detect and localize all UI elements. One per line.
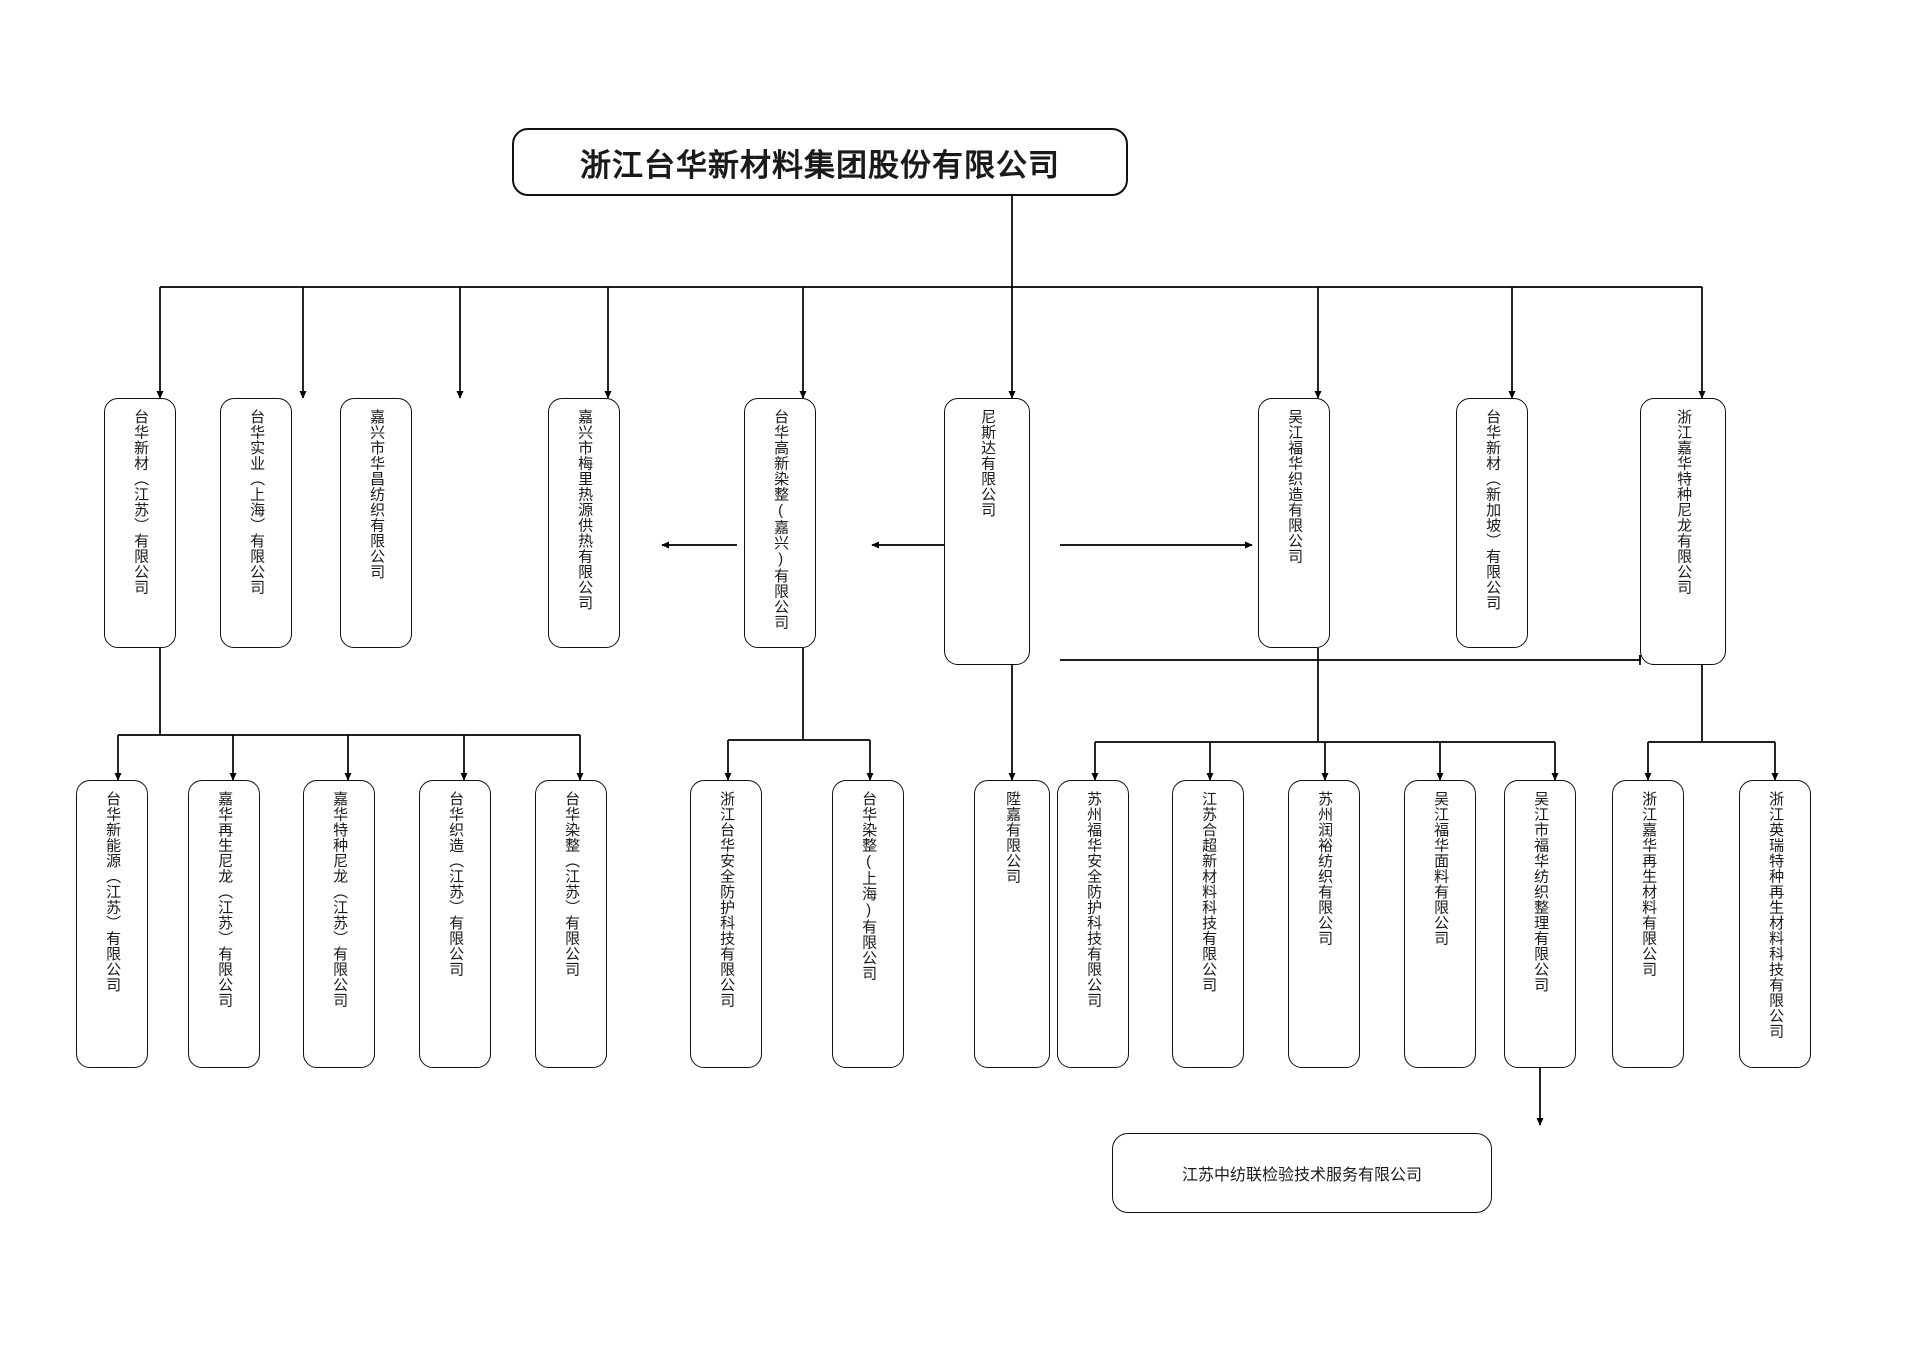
subsidiary-box-jiahua-tezhong-nylon[interactable]: 嘉华特种尼龙（江苏）有限公司 <box>303 780 375 1068</box>
subsidiary-label: 台华染整（江苏）有限公司 <box>563 791 581 977</box>
subsidiary-label: 台华新材（新加坡）有限公司 <box>1484 409 1502 611</box>
subsidiary-box-zhejiang-jiahua-zaisheng[interactable]: 浙江嘉华再生材料有限公司 <box>1612 780 1684 1068</box>
subsidiary-label: 吴江市福华纺织整理有限公司 <box>1532 791 1550 993</box>
subsidiary-label: 吴江福华织造有限公司 <box>1286 409 1304 564</box>
subsidiary-label: 嘉华再生尼龙（江苏）有限公司 <box>216 791 234 1008</box>
subsidiary-box-shengjia[interactable]: 陞嘉有限公司 <box>974 780 1050 1068</box>
subsidiary-label: 台华新材（江苏）有限公司 <box>132 409 150 595</box>
subsidiary-label: 嘉兴市华昌纺织有限公司 <box>368 409 386 580</box>
subsidiary-box-suzhou-runyu[interactable]: 苏州润裕纺织有限公司 <box>1288 780 1360 1068</box>
subsidiary-label: 浙江台华安全防护科技有限公司 <box>718 791 736 1008</box>
subsidiary-label: 江苏合超新材料科技有限公司 <box>1200 791 1218 993</box>
subsidiary-box-jiahua-zaisheng-nylon[interactable]: 嘉华再生尼龙（江苏）有限公司 <box>188 780 260 1068</box>
subsidiary-label: 浙江英瑞特种再生材料科技有限公司 <box>1767 791 1785 1039</box>
subsidiary-box-jiaxing-meili[interactable]: 嘉兴市梅里热源供热有限公司 <box>548 398 620 648</box>
subsidiary-box-nisida[interactable]: 尼斯达有限公司 <box>944 398 1030 665</box>
subsidiary-label: 苏州福华安全防护科技有限公司 <box>1085 791 1103 1008</box>
root-company-box[interactable]: 浙江台华新材料集团股份有限公司 <box>512 128 1128 196</box>
subsidiary-label: 苏州润裕纺织有限公司 <box>1316 791 1334 946</box>
subsidiary-box-taihua-xinnengyuan[interactable]: 台华新能源（江苏）有限公司 <box>76 780 148 1068</box>
subsidiary-label: 台华织造（江苏）有限公司 <box>447 791 465 977</box>
subsidiary-box-taihua-ranzheng-jiangsu[interactable]: 台华染整（江苏）有限公司 <box>535 780 607 1068</box>
subsidiary-box-zhejiang-yingrui[interactable]: 浙江英瑞特种再生材料科技有限公司 <box>1739 780 1811 1068</box>
subsidiary-box-taihua-gaoxin-ranzheng[interactable]: 台华高新染整(嘉兴)有限公司 <box>744 398 816 648</box>
subsidiary-label: 台华高新染整(嘉兴)有限公司 <box>772 409 790 630</box>
subsidiary-box-taihua-ranzheng-shanghai[interactable]: 台华染整(上海)有限公司 <box>832 780 904 1068</box>
subsidiary-label: 台华染整(上海)有限公司 <box>860 791 878 981</box>
subsidiary-box-zhejiang-jiahua-nylon[interactable]: 浙江嘉华特种尼龙有限公司 <box>1640 398 1726 665</box>
subsidiary-label: 浙江嘉华特种尼龙有限公司 <box>1675 409 1693 595</box>
subsidiary-box-jiangsu-hechao[interactable]: 江苏合超新材料科技有限公司 <box>1172 780 1244 1068</box>
subsidiary-label: 陞嘉有限公司 <box>1004 791 1022 884</box>
subsidiary-box-wujiang-fuhua-mianliao[interactable]: 吴江福华面料有限公司 <box>1404 780 1476 1068</box>
subsidiary-box-taihua-xincai-singapore[interactable]: 台华新材（新加坡）有限公司 <box>1456 398 1528 648</box>
subsidiary-label: 嘉兴市梅里热源供热有限公司 <box>576 409 594 611</box>
subsidiary-label: 浙江嘉华再生材料有限公司 <box>1640 791 1658 977</box>
subsidiary-label: 台华实业（上海）有限公司 <box>248 409 266 595</box>
root-company-label: 浙江台华新材料集团股份有限公司 <box>580 147 1060 183</box>
subsidiary-box-wujiang-fuhua-zhengli[interactable]: 吴江市福华纺织整理有限公司 <box>1504 780 1576 1068</box>
subsidiary-label: 台华新能源（江苏）有限公司 <box>104 791 122 993</box>
subsidiary-box-taihua-xincai-jiangsu[interactable]: 台华新材（江苏）有限公司 <box>104 398 176 648</box>
subsidiary-box-suzhou-fuhua-anquan[interactable]: 苏州福华安全防护科技有限公司 <box>1057 780 1129 1068</box>
subsidiary-label: 吴江福华面料有限公司 <box>1432 791 1450 946</box>
subsidiary-box-zhejiang-taihua-anquan[interactable]: 浙江台华安全防护科技有限公司 <box>690 780 762 1068</box>
subsidiary-box-jiaxing-huachang[interactable]: 嘉兴市华昌纺织有限公司 <box>340 398 412 648</box>
subsidiary-box-taihua-zhizao-jiangsu[interactable]: 台华织造（江苏）有限公司 <box>419 780 491 1068</box>
subsidiary-label: 江苏中纺联检验技术服务有限公司 <box>1181 1167 1422 1184</box>
subsidiary-label: 尼斯达有限公司 <box>979 409 997 518</box>
subsidiary-box-wujiang-fuhua-zhizao[interactable]: 吴江福华织造有限公司 <box>1258 398 1330 648</box>
subsidiary-box-taihua-shiye-shanghai[interactable]: 台华实业（上海）有限公司 <box>220 398 292 648</box>
subsidiary-label: 嘉华特种尼龙（江苏）有限公司 <box>331 791 349 1008</box>
subsidiary-box-jiangsu-zhongfanglian[interactable]: 江苏中纺联检验技术服务有限公司 <box>1112 1133 1492 1213</box>
